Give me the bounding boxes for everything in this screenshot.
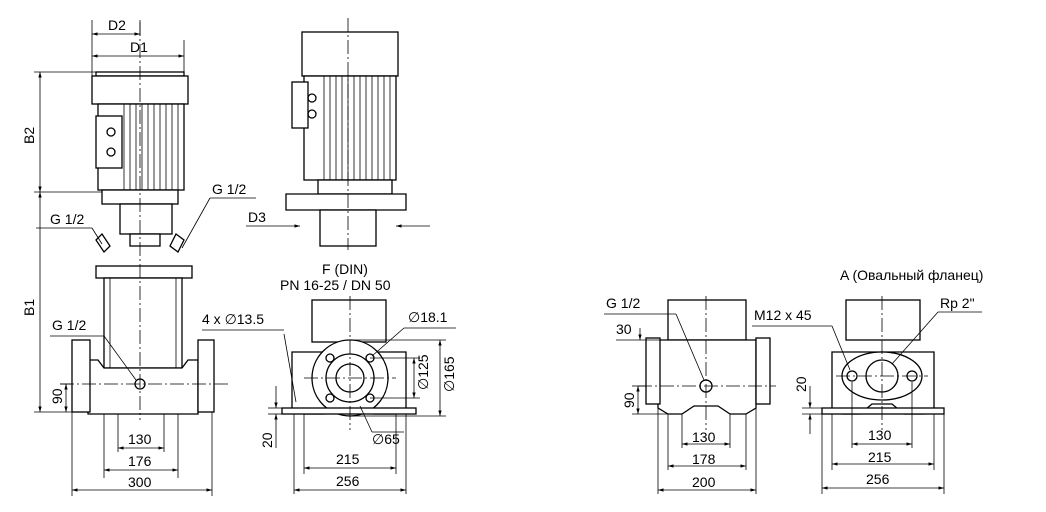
label-g12-left: G 1/2 xyxy=(50,211,84,227)
bolt-hole-icon xyxy=(325,393,335,403)
din-flange-view: F (DIN) PN 16-25 / DN 50 4 x ∅13.5 ∅18.1… xyxy=(202,261,457,494)
label-g12-right: G 1/2 xyxy=(212,181,246,197)
pump-body-upper xyxy=(667,299,747,341)
pump-body-upper xyxy=(311,299,387,343)
dim-300: 300 xyxy=(128,474,152,490)
front-view: D2 D1 B2 B1 90 G 1/2 G 1/2 G 1/2 130 176… xyxy=(21,17,256,496)
dim-200: 200 xyxy=(692,474,716,490)
dim-130: 130 xyxy=(868,427,892,443)
cable-gland-icon xyxy=(307,93,317,103)
cable-gland-icon xyxy=(106,147,116,157)
dim-h20: 20 xyxy=(259,432,275,448)
outlet-port xyxy=(755,337,771,405)
dim-256: 256 xyxy=(866,471,890,487)
pump-sleeve xyxy=(103,277,183,369)
label-g12-low: G 1/2 xyxy=(52,317,86,333)
coupling-guard xyxy=(119,203,173,235)
outlet-flange xyxy=(197,339,215,413)
label-d65: ∅65 xyxy=(372,431,400,447)
dim-d165: ∅165 xyxy=(441,356,457,392)
label-g12: G 1/2 xyxy=(606,295,640,311)
dim-d3: D3 xyxy=(248,209,266,225)
dim-d125: ∅125 xyxy=(415,354,431,390)
motor-fins xyxy=(123,104,179,190)
pump-base xyxy=(87,359,199,415)
pump-body-upper xyxy=(845,299,921,341)
pump-head xyxy=(95,265,193,279)
label-4x135: 4 x ∅13.5 xyxy=(202,311,264,327)
dim-176: 176 xyxy=(128,453,152,469)
dim-b1: B1 xyxy=(21,299,37,316)
threaded-side-view: G 1/2 30 90 130 178 200 xyxy=(604,295,776,494)
motor-body xyxy=(303,75,397,181)
motor-side-view: D3 xyxy=(246,18,430,250)
terminal-box xyxy=(291,81,309,129)
dim-h90: 90 xyxy=(621,392,637,408)
title-oval: A (Овальный фланец) xyxy=(840,267,983,283)
vent-plug-left xyxy=(95,232,111,254)
dim-h20: 20 xyxy=(793,376,809,392)
terminal-box xyxy=(95,115,123,169)
dim-d2: D2 xyxy=(108,17,126,33)
inlet-flange xyxy=(71,339,91,413)
foot-plate xyxy=(821,407,945,415)
bolt-hole-icon xyxy=(325,353,335,363)
cable-gland-icon xyxy=(307,109,317,119)
pump-base-threaded xyxy=(657,339,757,415)
fan-cover xyxy=(301,31,399,77)
label-d181: ∅18.1 xyxy=(408,309,448,325)
dim-130: 130 xyxy=(692,429,716,445)
dim-215: 215 xyxy=(868,449,892,465)
pump-base-plate xyxy=(285,193,407,211)
dim-130: 130 xyxy=(128,431,152,447)
cable-gland-icon xyxy=(106,127,116,137)
dim-30: 30 xyxy=(616,321,632,337)
foot-plate xyxy=(281,407,417,415)
label-m12: M12 x 45 xyxy=(754,307,812,323)
label-rp: Rp 2" xyxy=(940,295,975,311)
dim-b2: B2 xyxy=(21,127,37,144)
dim-h90: 90 xyxy=(49,388,65,404)
dim-256: 256 xyxy=(336,473,360,489)
vent-plug-right xyxy=(169,233,185,253)
dim-d1: D1 xyxy=(130,39,148,55)
title-pn: PN 16-25 / DN 50 xyxy=(280,277,391,293)
dim-178: 178 xyxy=(692,451,716,467)
title-din: F (DIN) xyxy=(322,261,368,277)
oval-flange-view: A (Овальный фланец) M12 x 45 Rp 2" 20 13… xyxy=(752,267,983,494)
dim-215: 215 xyxy=(336,451,360,467)
inlet-port xyxy=(645,337,661,405)
motor-flange xyxy=(317,179,393,195)
shaft-seal xyxy=(129,233,161,247)
